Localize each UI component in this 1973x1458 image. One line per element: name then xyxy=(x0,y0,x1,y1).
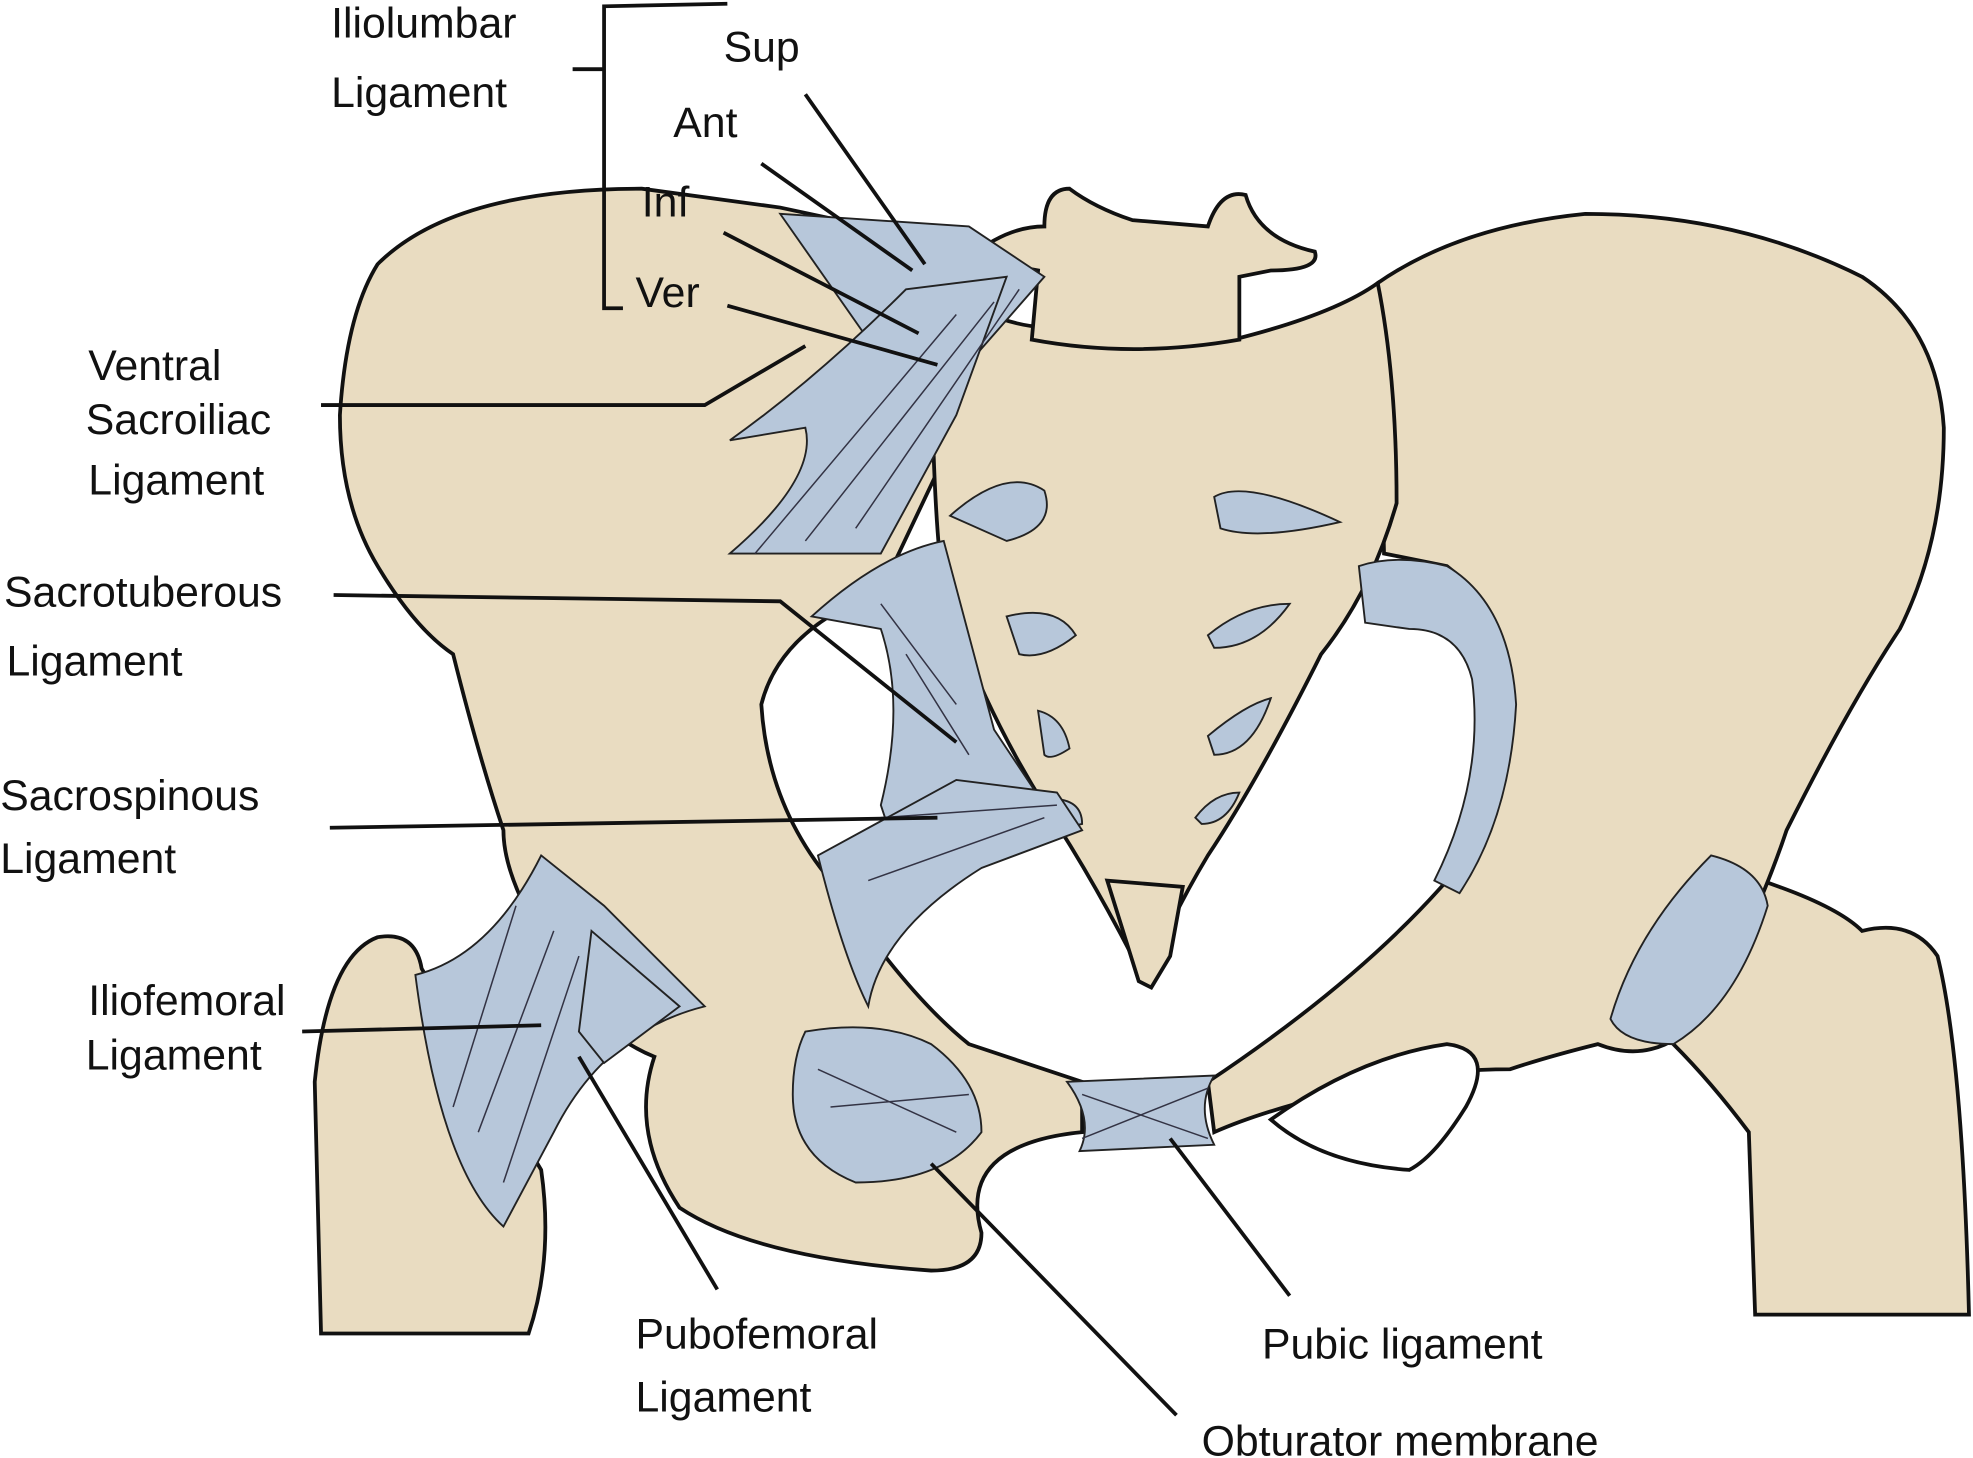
pubofemoral-ligament-shape xyxy=(577,929,682,1065)
iliofemoral-label: Iliofemoral xyxy=(88,977,285,1025)
coccyx xyxy=(1104,878,1185,990)
iliofemoral-label-line2: Ligament xyxy=(86,1031,262,1079)
ventral-sacroiliac-label: Ventral xyxy=(88,342,221,390)
ventral-sacroiliac-label-line2: Sacroiliac xyxy=(86,396,271,444)
sup-label: Sup xyxy=(724,24,800,72)
iliolumbar-label-line2: Ligament xyxy=(331,69,507,117)
iliolumbar-label: Iliolumbar xyxy=(331,0,516,48)
left-femur xyxy=(312,934,548,1336)
pubic-ligament-label: Pubic ligament xyxy=(1262,1321,1543,1369)
sacrospinous-label: Sacrospinous xyxy=(0,772,259,820)
obturator-membrane-label: Obturator membrane xyxy=(1202,1417,1599,1458)
sacrospinous-ligament-shape xyxy=(816,778,1084,1010)
right-femur xyxy=(1671,878,1971,1317)
sacrotuberous-label-line2: Ligament xyxy=(7,638,183,686)
sacrum xyxy=(929,279,1399,986)
iliolumbar-bracket xyxy=(572,1,728,311)
lumbar-vertebra xyxy=(964,186,1318,351)
right-hip-joint-ligament-shape xyxy=(1609,854,1769,1046)
ventral-sacroiliac-ligament-shape xyxy=(727,275,1009,555)
right-sacroiliac-ligament-shape xyxy=(1357,558,1518,895)
ver-label: Ver xyxy=(636,269,700,317)
ligament-fibres xyxy=(452,288,1209,1183)
ventral-sacroiliac-label-line3: Ligament xyxy=(88,456,264,504)
sacrotuberous-label: Sacrotuberous xyxy=(4,568,282,616)
pubofemoral-label: Pubofemoral xyxy=(636,1311,878,1359)
leader-lines xyxy=(302,1,1292,1417)
ant-label: Ant xyxy=(673,99,737,147)
obturator-membrane-shape xyxy=(791,1026,983,1184)
inf-label: Inf xyxy=(642,178,690,226)
sacrospinous-label-line2: Ligament xyxy=(0,835,176,883)
right-obturator-foramen xyxy=(1267,1042,1480,1172)
pubic-ligament-shape xyxy=(1065,1074,1216,1153)
pubofemoral-label-line2: Ligament xyxy=(636,1373,812,1421)
